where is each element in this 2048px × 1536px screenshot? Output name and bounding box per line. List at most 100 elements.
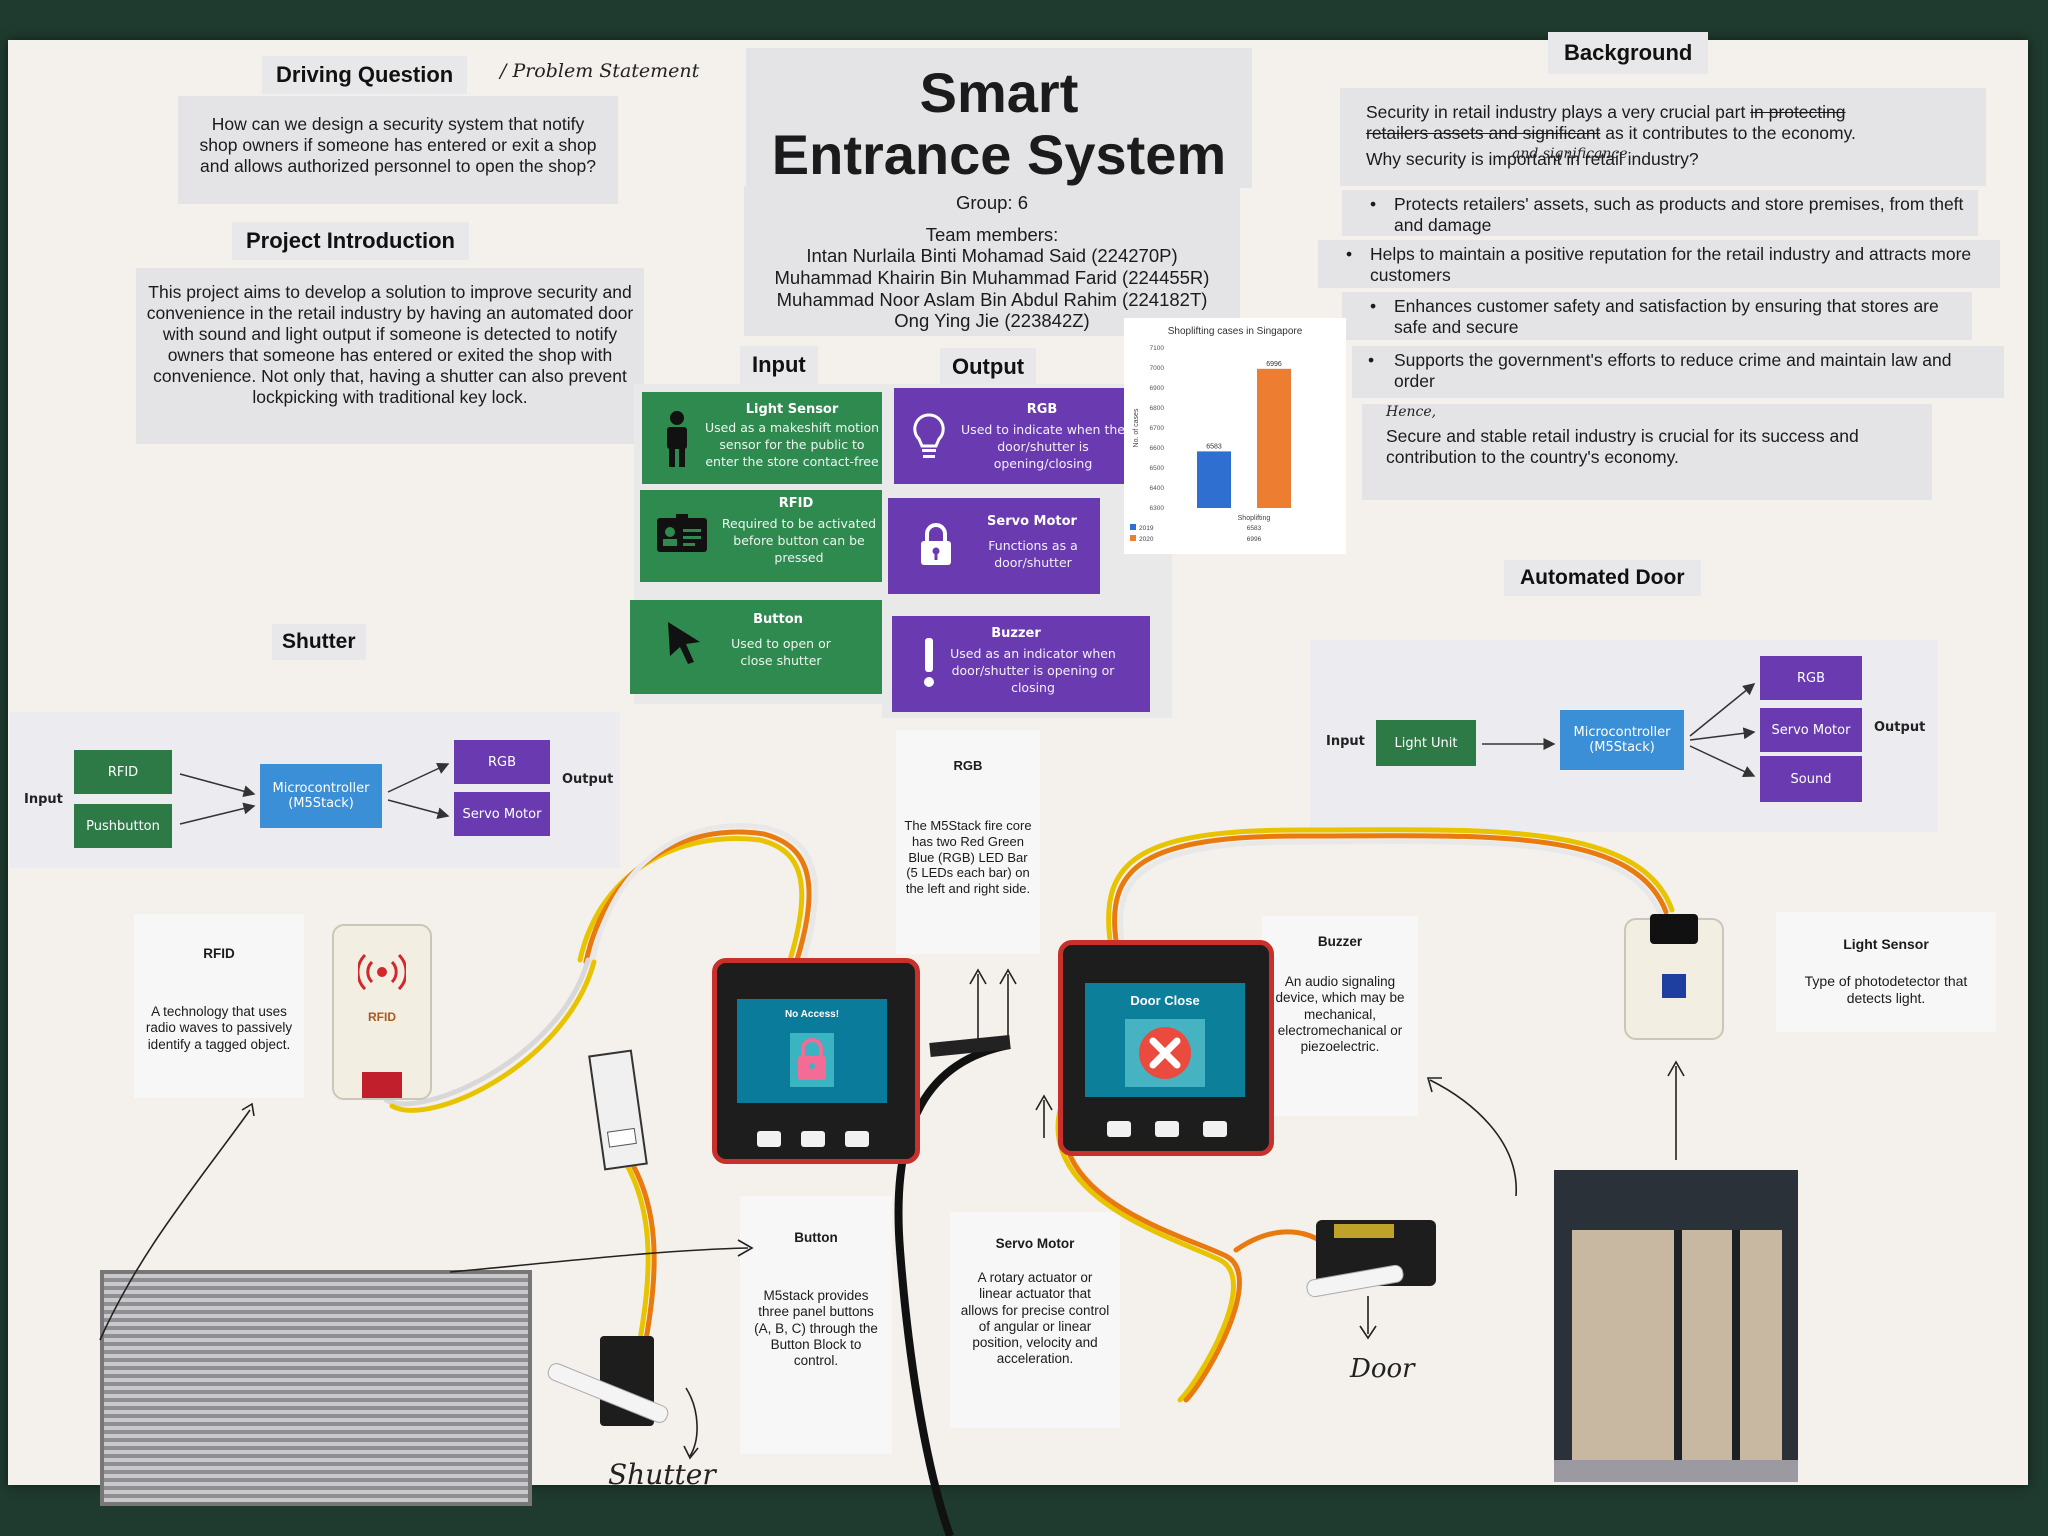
chart-data-label: 6996	[1266, 361, 1282, 368]
light-sensor-card: Light Sensor Type of photodetector that …	[1776, 912, 1996, 1032]
tile-desc: Used to open or close shutter	[731, 636, 831, 668]
background-conclusion: Hence, Secure and stable retail industry…	[1362, 404, 1932, 500]
bullet-dot: •	[1346, 244, 1353, 264]
lock-icon	[921, 523, 951, 565]
background-intro-after: as it contributes to the economy.	[1600, 122, 1856, 143]
team-member: Muhammad Khairin Bin Muhammad Farid (224…	[774, 266, 1210, 288]
title-line-2: Entrance System	[771, 122, 1227, 186]
bullet-dot: •	[1370, 194, 1377, 214]
group-label: Group: 6	[956, 192, 1028, 213]
device-button-b[interactable]	[1155, 1121, 1179, 1137]
diagram-block-microcontroller: Microcontroller (M5Stack)	[1560, 710, 1684, 770]
driving-question-text: How can we design a security system that…	[178, 96, 618, 204]
output-heading: Output	[940, 348, 1037, 386]
chart-data-label: 6583	[1206, 443, 1222, 450]
chart-legend-name: 2020	[1139, 536, 1154, 543]
device-button-c[interactable]	[845, 1131, 869, 1147]
bullet-text: Protects retailers' assets, such as prod…	[1394, 194, 1964, 235]
screen-text: No Access!	[784, 1009, 840, 1020]
diagram-arrows	[179, 763, 450, 825]
team-member: Intan Nurlaila Binti Mohamad Said (22427…	[806, 245, 1178, 267]
card-text: The M5Stack fire core has two Red Green …	[904, 817, 1032, 897]
card-title: Light Sensor	[1843, 936, 1929, 952]
background-strike-2: retailers assets and significant	[1366, 122, 1601, 143]
chart-y-tick-label: 6900	[1150, 385, 1165, 392]
team-heading: Team members:	[925, 223, 1059, 245]
padlock-icon	[790, 1033, 834, 1087]
chart-bar-2020	[1257, 368, 1291, 508]
shutter-photo	[100, 1270, 532, 1506]
storefront-mullion	[1732, 1230, 1740, 1460]
problem-statement-handwritten: / Problem Statement	[500, 60, 700, 82]
team-box: Group: 6 Team members: Intan Nurlaila Bi…	[744, 186, 1240, 336]
storefront-mullion	[1674, 1230, 1682, 1460]
shutter-handwritten-label: Shutter	[608, 1458, 716, 1491]
m5stack-device-left: No Access!	[712, 958, 920, 1164]
chart-ylabel: No. of cases	[1133, 408, 1140, 447]
tile-desc: Functions as a door/shutter	[988, 538, 1078, 570]
card-text: An audio signaling device, which may be …	[1275, 974, 1405, 1054]
input-tile-button: Button Used to open or close shutter	[630, 600, 886, 694]
diagram-arrows	[1482, 683, 1756, 777]
diagram-block-microcontroller: Microcontroller (M5Stack)	[260, 764, 382, 828]
output-tile-buzzer: Buzzer Used as an indicator when door/sh…	[892, 616, 1150, 712]
tile-title: RGB	[1026, 402, 1058, 417]
chart-legend-swatch	[1130, 535, 1136, 541]
device-button-a[interactable]	[1107, 1121, 1131, 1137]
output-tile-rgb: RGB Used to indicate when the door/shutt…	[894, 388, 1134, 484]
team-member: Ong Ying Jie (223842Z)	[894, 310, 1090, 332]
bullet-text: Enhances customer safety and satisfactio…	[1394, 296, 1939, 337]
chart-legend-name: 2019	[1139, 525, 1154, 532]
chart-y-tick-label: 6800	[1150, 405, 1165, 412]
button-card: Button M5stack provides three panel butt…	[740, 1196, 892, 1454]
card-title: Buzzer	[1317, 934, 1363, 949]
light-sensor-unit	[1624, 914, 1724, 1040]
device-button-c[interactable]	[1203, 1121, 1227, 1137]
storefront-photo	[1554, 1170, 1798, 1482]
bullet-dot: •	[1368, 350, 1375, 370]
background-insert-handwritten: and significance	[1512, 146, 1628, 162]
servo-card: Servo Motor A rotary actuator or linear …	[950, 1212, 1120, 1428]
shoplifting-chart: Shoplifting cases in Singapore No. of ca…	[1124, 318, 1346, 554]
card-title: RFID	[203, 946, 235, 961]
background-intro-text: Security in retail industry plays a very…	[1366, 102, 1751, 122]
team-member: Muhammad Noor Aslam Bin Abdul Rahim (224…	[776, 288, 1208, 310]
person-icon	[667, 411, 687, 467]
diagram-block-light-unit: Light Unit	[1376, 720, 1476, 766]
diagram-block-sound: Sound	[1760, 756, 1862, 802]
exclamation-icon	[924, 638, 934, 687]
tile-desc: Used to indicate when the door/shutter i…	[961, 422, 1125, 471]
shutter-diagram: Input RFID Pushbutton Microcontroller (M…	[10, 712, 620, 868]
shutter-heading: Shutter	[272, 624, 366, 660]
chart-legend-swatch	[1130, 524, 1136, 530]
background-bullet-2: • Helps to maintain a positive reputatio…	[1318, 240, 2000, 288]
tile-desc: Required to be activated before button c…	[721, 516, 877, 565]
diagram-input-label: Input	[1326, 734, 1365, 749]
light-sensor-chip	[1662, 974, 1686, 998]
background-bullet-3: • Enhances customer safety and satisfact…	[1342, 292, 1972, 340]
diagram-output-label: Output	[1874, 720, 1926, 735]
chart-y-tick-label: 6700	[1150, 425, 1165, 432]
input-heading: Input	[740, 346, 818, 384]
background-strike-1: in protecting	[1750, 102, 1846, 122]
door-handwritten-label: Door	[1350, 1354, 1415, 1384]
hence-handwritten: Hence,	[1386, 404, 1437, 420]
sensor-port	[1650, 914, 1698, 944]
diagram-block-rgb: RGB	[454, 740, 550, 784]
project-intro-heading: Project Introduction	[232, 222, 469, 260]
diagram-block-servo: Servo Motor	[454, 792, 550, 836]
diagram-block-pushbutton: Pushbutton	[74, 804, 172, 848]
device-button-a[interactable]	[757, 1131, 781, 1147]
rfid-unit: RFID	[332, 924, 432, 1100]
bullet-text: Supports the government's efforts to red…	[1394, 350, 1952, 391]
device-button-b[interactable]	[801, 1131, 825, 1147]
background-question: Why security is important in retail indu…	[1366, 149, 1699, 170]
driving-question-heading: Driving Question	[262, 56, 468, 94]
rfid-port	[362, 1072, 402, 1098]
tile-title: RFID	[778, 496, 814, 511]
chart-bars: 6583 6996	[1197, 361, 1291, 508]
chart-table-value: 6996	[1247, 536, 1262, 543]
card-title: RGB	[953, 758, 983, 773]
